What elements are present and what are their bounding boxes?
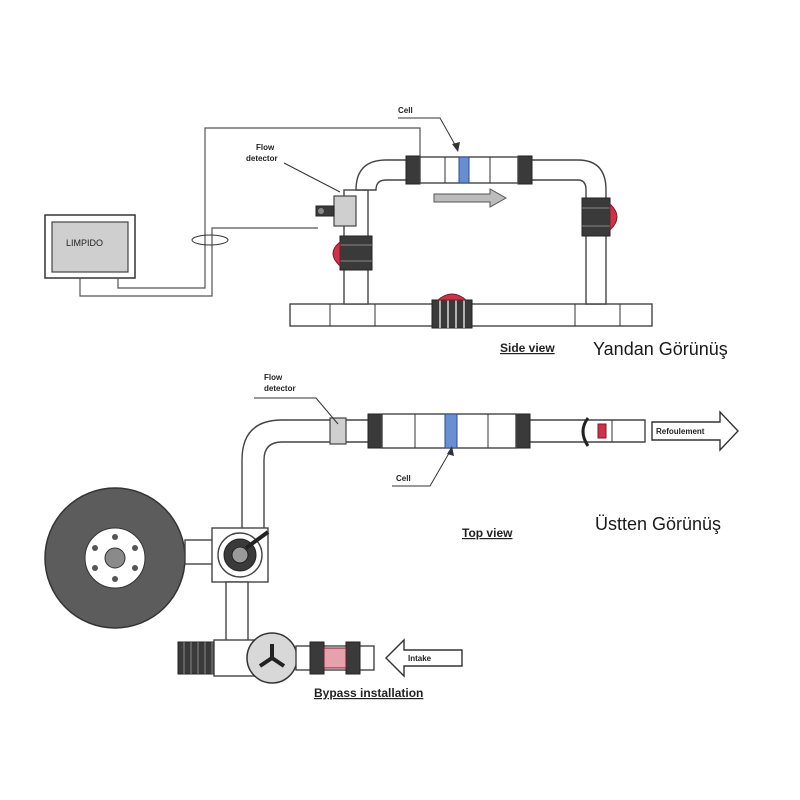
bypass-caption: Bypass installation: [314, 686, 423, 700]
limpido-label: LIMPIDO: [66, 238, 103, 248]
svg-text:Cell: Cell: [396, 474, 411, 483]
top-view-caption-tr: Üstten Görünüş: [595, 514, 721, 534]
side-top-loop: [355, 155, 618, 305]
pump: [177, 632, 298, 684]
sensor-cable: [79, 227, 318, 297]
outlet-label: Refoulement: [656, 427, 705, 436]
intake-label: Intake: [408, 654, 432, 663]
top-view: Refoulement: [44, 373, 739, 700]
outlet-arrow: Refoulement: [651, 410, 739, 452]
svg-text:Flow: Flow: [256, 143, 275, 152]
side-flow-arrow: [433, 188, 508, 208]
top-outlet-pipe: [241, 413, 646, 541]
cell-cable: [117, 127, 421, 289]
limpido-controller: LIMPIDO: [44, 214, 136, 279]
cable-clamp: [191, 234, 229, 246]
base-valve: [431, 293, 473, 329]
side-view-caption: Side view: [500, 341, 555, 355]
side-view-caption-tr: Yandan Görünüş: [593, 339, 728, 359]
filter-disc: [44, 487, 186, 629]
svg-text:detector: detector: [246, 154, 278, 163]
side-flow-detector-label: Flow detector: [246, 143, 341, 193]
top-flow-detector-label: Flow detector: [254, 373, 339, 425]
side-view: LIMPIDO: [44, 106, 728, 359]
intake-arrow: Intake: [385, 638, 463, 678]
multiport-valve: [184, 527, 270, 583]
svg-text:detector: detector: [264, 384, 296, 393]
side-flow-detector: [315, 195, 357, 227]
svg-text:Cell: Cell: [398, 106, 413, 115]
top-cell-label: Cell: [392, 446, 454, 487]
svg-text:Flow: Flow: [264, 373, 283, 382]
top-view-caption: Top view: [462, 526, 513, 540]
side-cell-label: Cell: [398, 106, 460, 152]
intake-pipe: [295, 641, 375, 675]
